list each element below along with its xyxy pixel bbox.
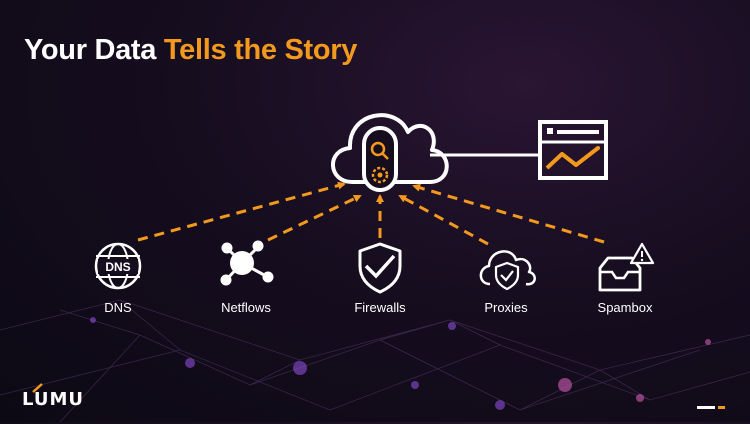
node-label-netflows: Netflows bbox=[221, 300, 271, 315]
magnifier-icon bbox=[370, 141, 389, 160]
shield-check-icon bbox=[358, 242, 402, 294]
cloud-icon bbox=[331, 113, 449, 192]
dashboard-window-icon bbox=[538, 120, 608, 180]
page-indicator bbox=[697, 406, 725, 409]
node-label-firewalls: Firewalls bbox=[354, 300, 406, 315]
dns-icon-text: DNS bbox=[105, 260, 130, 274]
globe-dns-icon: DNS bbox=[94, 242, 142, 290]
slide-title: Your Data Tells the Story bbox=[24, 34, 357, 67]
title-part1: Your Data bbox=[24, 34, 157, 66]
cloud-shield-icon bbox=[479, 250, 536, 291]
lumu-logo: LUMU bbox=[22, 389, 84, 410]
arrow-netflows bbox=[267, 194, 362, 242]
arrow-proxies bbox=[398, 194, 489, 246]
node-label-proxies: Proxies bbox=[484, 300, 528, 315]
node-label-dns: DNS bbox=[104, 300, 132, 315]
network-hub-icon bbox=[220, 240, 274, 286]
inbox-alert-icon bbox=[598, 242, 655, 292]
gear-icon bbox=[371, 166, 389, 184]
arrow-dns bbox=[137, 181, 346, 242]
arrow-spambox bbox=[412, 183, 605, 244]
node-label-spambox: Spambox bbox=[597, 300, 653, 315]
title-part2: Tells the Story bbox=[163, 34, 358, 66]
